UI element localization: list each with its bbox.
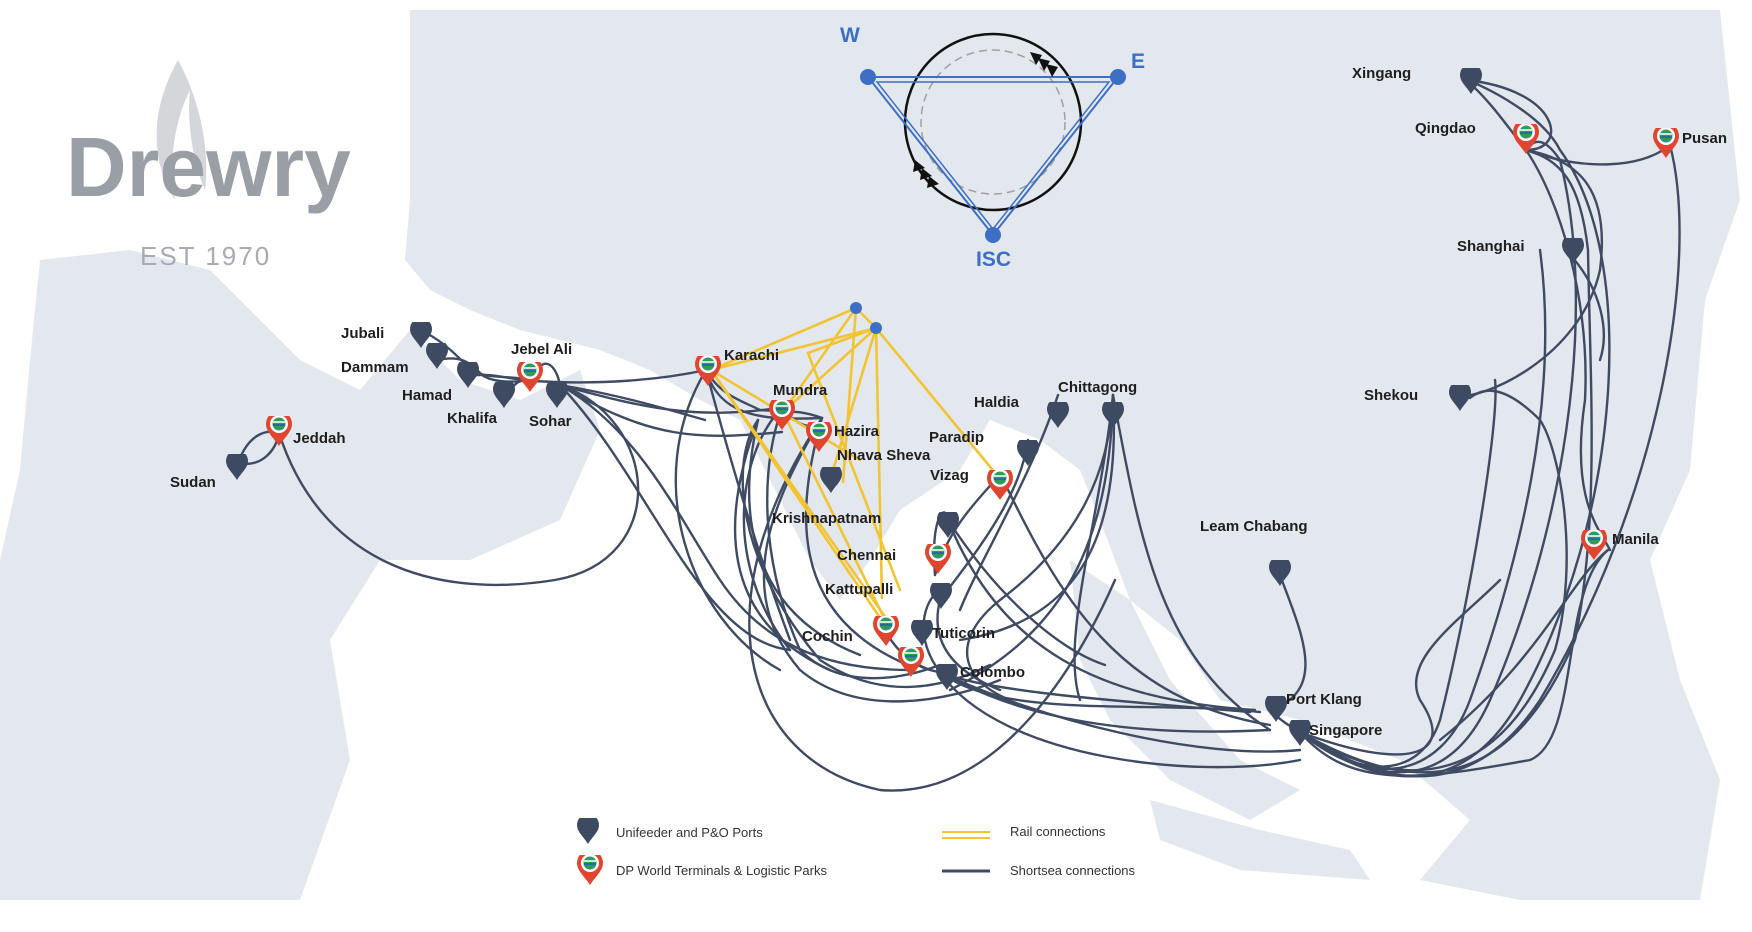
label-west: W	[840, 24, 860, 47]
label-cochin: Cochin	[802, 628, 853, 645]
label-port-klang: Port Klang	[1286, 691, 1362, 708]
label-east: E	[1131, 50, 1145, 73]
label-leam-chabang: Leam Chabang	[1200, 518, 1308, 535]
label-tuticorin: Tuticorin	[932, 625, 995, 642]
node-east	[1110, 69, 1126, 85]
dp-marker-chennai[interactable]	[924, 539, 952, 575]
label-chennai: Chennai	[837, 547, 896, 564]
legend: Unifeeder and P&O Ports DP World Termina…	[576, 818, 1136, 886]
label-vizag: Vizag	[930, 467, 969, 484]
rail-connections	[709, 306, 1007, 630]
rail-hub-south	[870, 322, 882, 334]
trade-triangle-diagram: W E ISC	[840, 24, 1145, 271]
port-marker-colombo[interactable]	[936, 660, 958, 690]
label-paradip: Paradip	[929, 429, 984, 446]
label-jebel-ali: Jebel Ali	[511, 341, 572, 358]
legend-rail-label: Rail connections	[1010, 824, 1106, 839]
label-haldia: Haldia	[974, 394, 1020, 411]
port-marker-port-klang[interactable]	[1265, 692, 1287, 722]
triangle-shape	[865, 76, 1121, 237]
label-pusan: Pusan	[1682, 130, 1727, 147]
label-sohar: Sohar	[529, 413, 572, 430]
label-singapore: Singapore	[1309, 722, 1382, 739]
brand-tagline: EST 1970	[140, 241, 271, 271]
brand-name: Drewry	[66, 120, 351, 214]
label-sudan: Sudan	[170, 474, 216, 491]
flame-icon	[156, 60, 207, 200]
label-khalifa: Khalifa	[447, 410, 498, 427]
node-west	[860, 69, 876, 85]
legend-pin-icon	[577, 818, 599, 844]
label-shanghai: Shanghai	[1457, 238, 1525, 255]
rail-hub-north	[850, 302, 862, 314]
port-marker-kattupalli[interactable]	[930, 579, 952, 609]
node-isc	[985, 227, 1001, 243]
legend-shortsea-label: Shortsea connections	[1010, 863, 1136, 878]
label-chittagong: Chittagong	[1058, 379, 1137, 396]
label-nhava-sheva: Nhava Sheva	[837, 447, 931, 464]
label-isc: ISC	[976, 248, 1011, 271]
port-marker-paradip[interactable]	[1017, 436, 1039, 466]
label-colombo: Colombo	[960, 664, 1025, 681]
label-hazira: Hazira	[834, 423, 880, 440]
land-masses	[0, 10, 1740, 900]
triangle-shape-inner	[875, 81, 1111, 231]
label-jubali: Jubali	[341, 325, 384, 342]
dp-marker-cochin[interactable]	[872, 611, 900, 647]
legend-dp-world-label: DP World Terminals & Logistic Parks	[616, 863, 827, 878]
label-kattupalli: Kattupalli	[825, 581, 893, 598]
label-dammam: Dammam	[341, 359, 409, 376]
circle-arrow-icon	[913, 52, 1058, 188]
drewry-logo: Drewry EST 1970	[66, 60, 351, 271]
legend-dp-world-icon	[576, 855, 604, 886]
label-krishnapatnam: Krishnapatnam	[772, 510, 881, 527]
label-jeddah: Jeddah	[293, 430, 346, 447]
port-labels: Xingang Qingdao Pusan Shanghai Shekou Ma…	[170, 65, 1727, 739]
legend-rail-swatch	[942, 831, 990, 839]
label-xingang: Xingang	[1352, 65, 1411, 82]
dp-marker-jebel-ali[interactable]	[516, 357, 544, 393]
port-marker-tuticorin[interactable]	[911, 616, 933, 646]
triangle-dashed-circle	[920, 49, 1066, 195]
label-shekou: Shekou	[1364, 387, 1418, 404]
dp-marker-vizag[interactable]	[986, 465, 1014, 501]
label-manila: Manila	[1612, 531, 1659, 548]
legend-unifeeder-label: Unifeeder and P&O Ports	[616, 825, 763, 840]
triangle-outer-circle	[903, 32, 1083, 212]
label-qingdao: Qingdao	[1415, 120, 1476, 137]
label-hamad: Hamad	[402, 387, 452, 404]
label-karachi: Karachi	[724, 347, 779, 364]
label-mundra: Mundra	[773, 382, 828, 399]
